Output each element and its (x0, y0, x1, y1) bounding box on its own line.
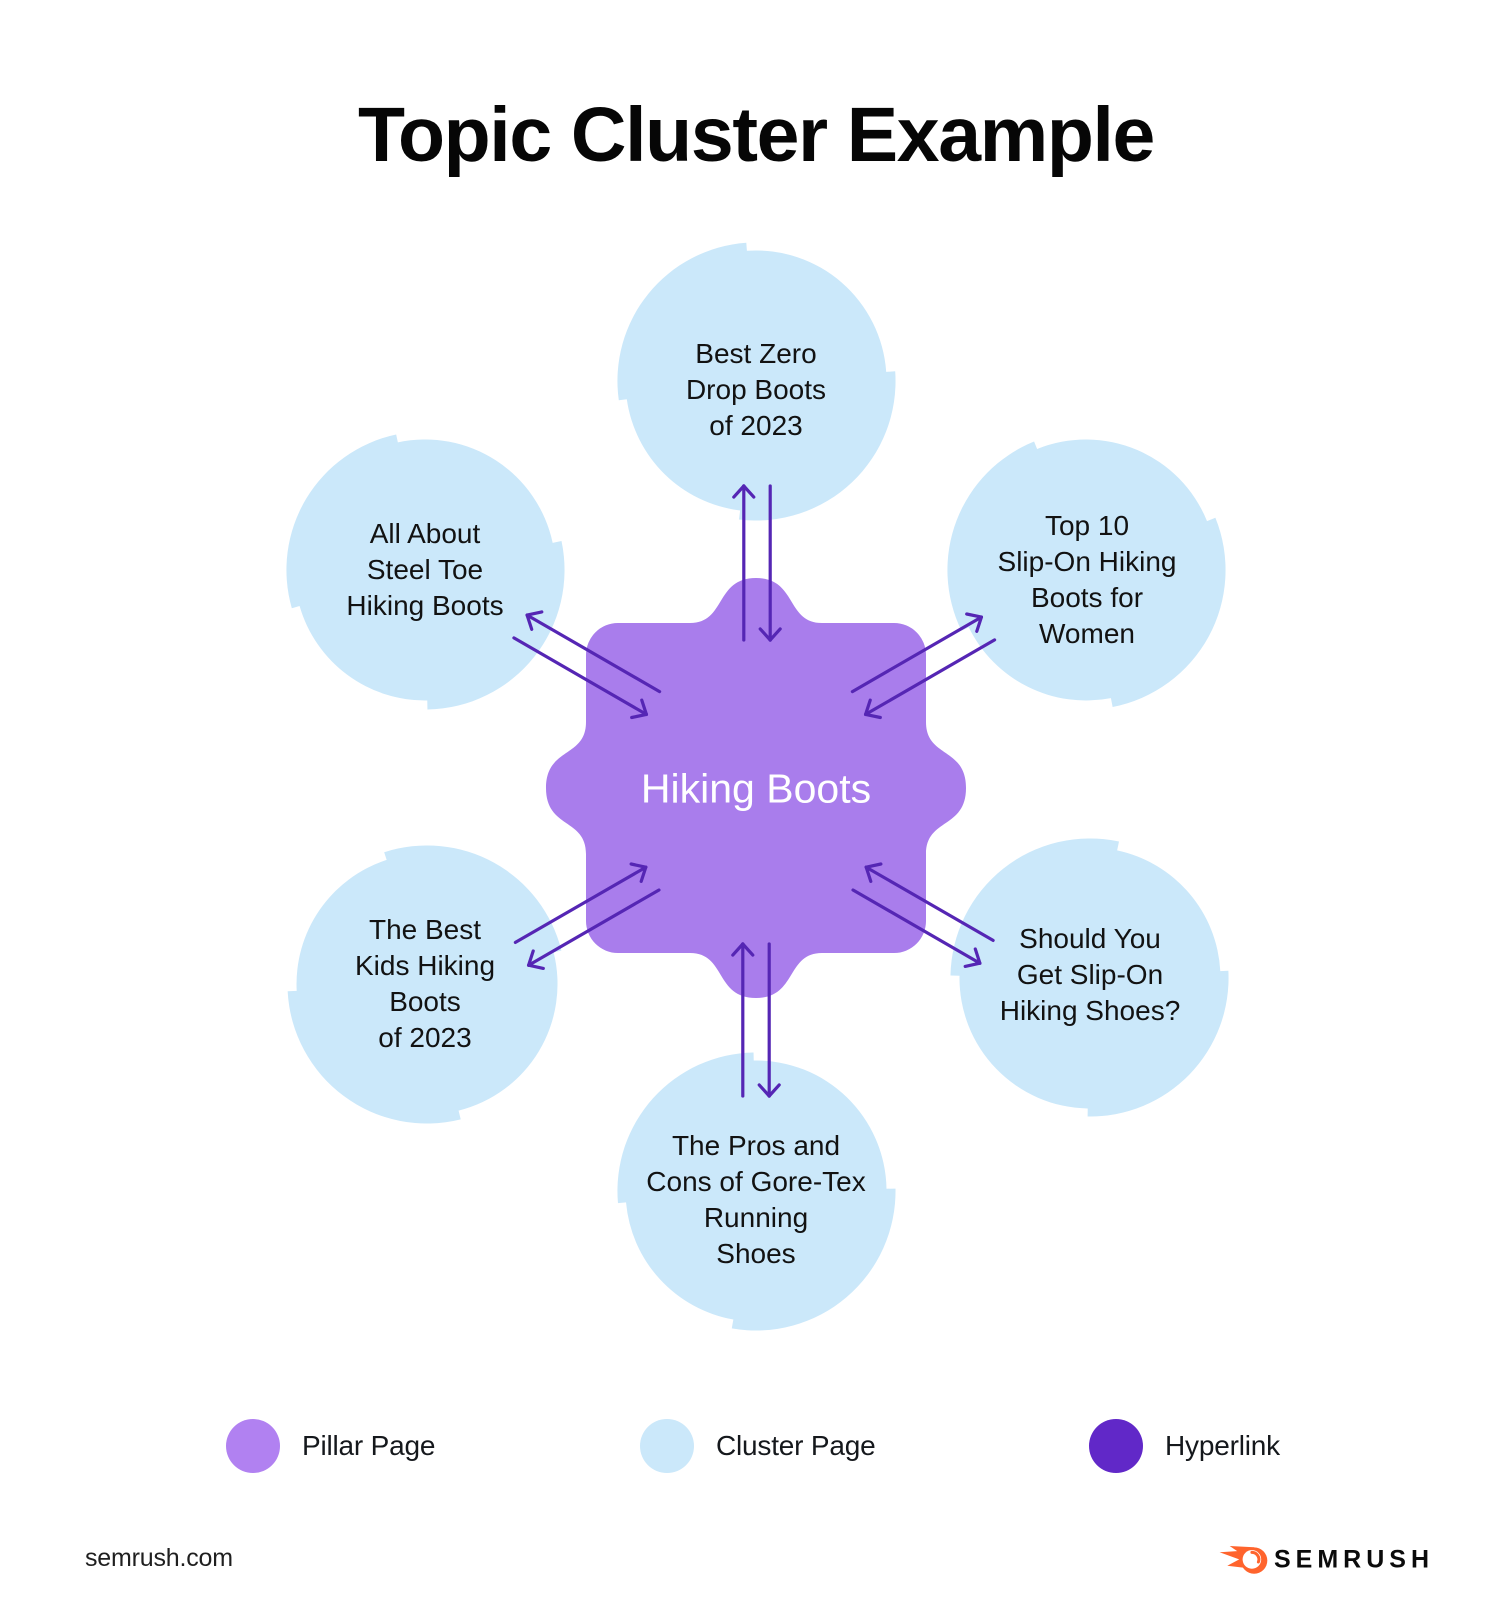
svg-text:SEMRUSH: SEMRUSH (1274, 1546, 1434, 1574)
